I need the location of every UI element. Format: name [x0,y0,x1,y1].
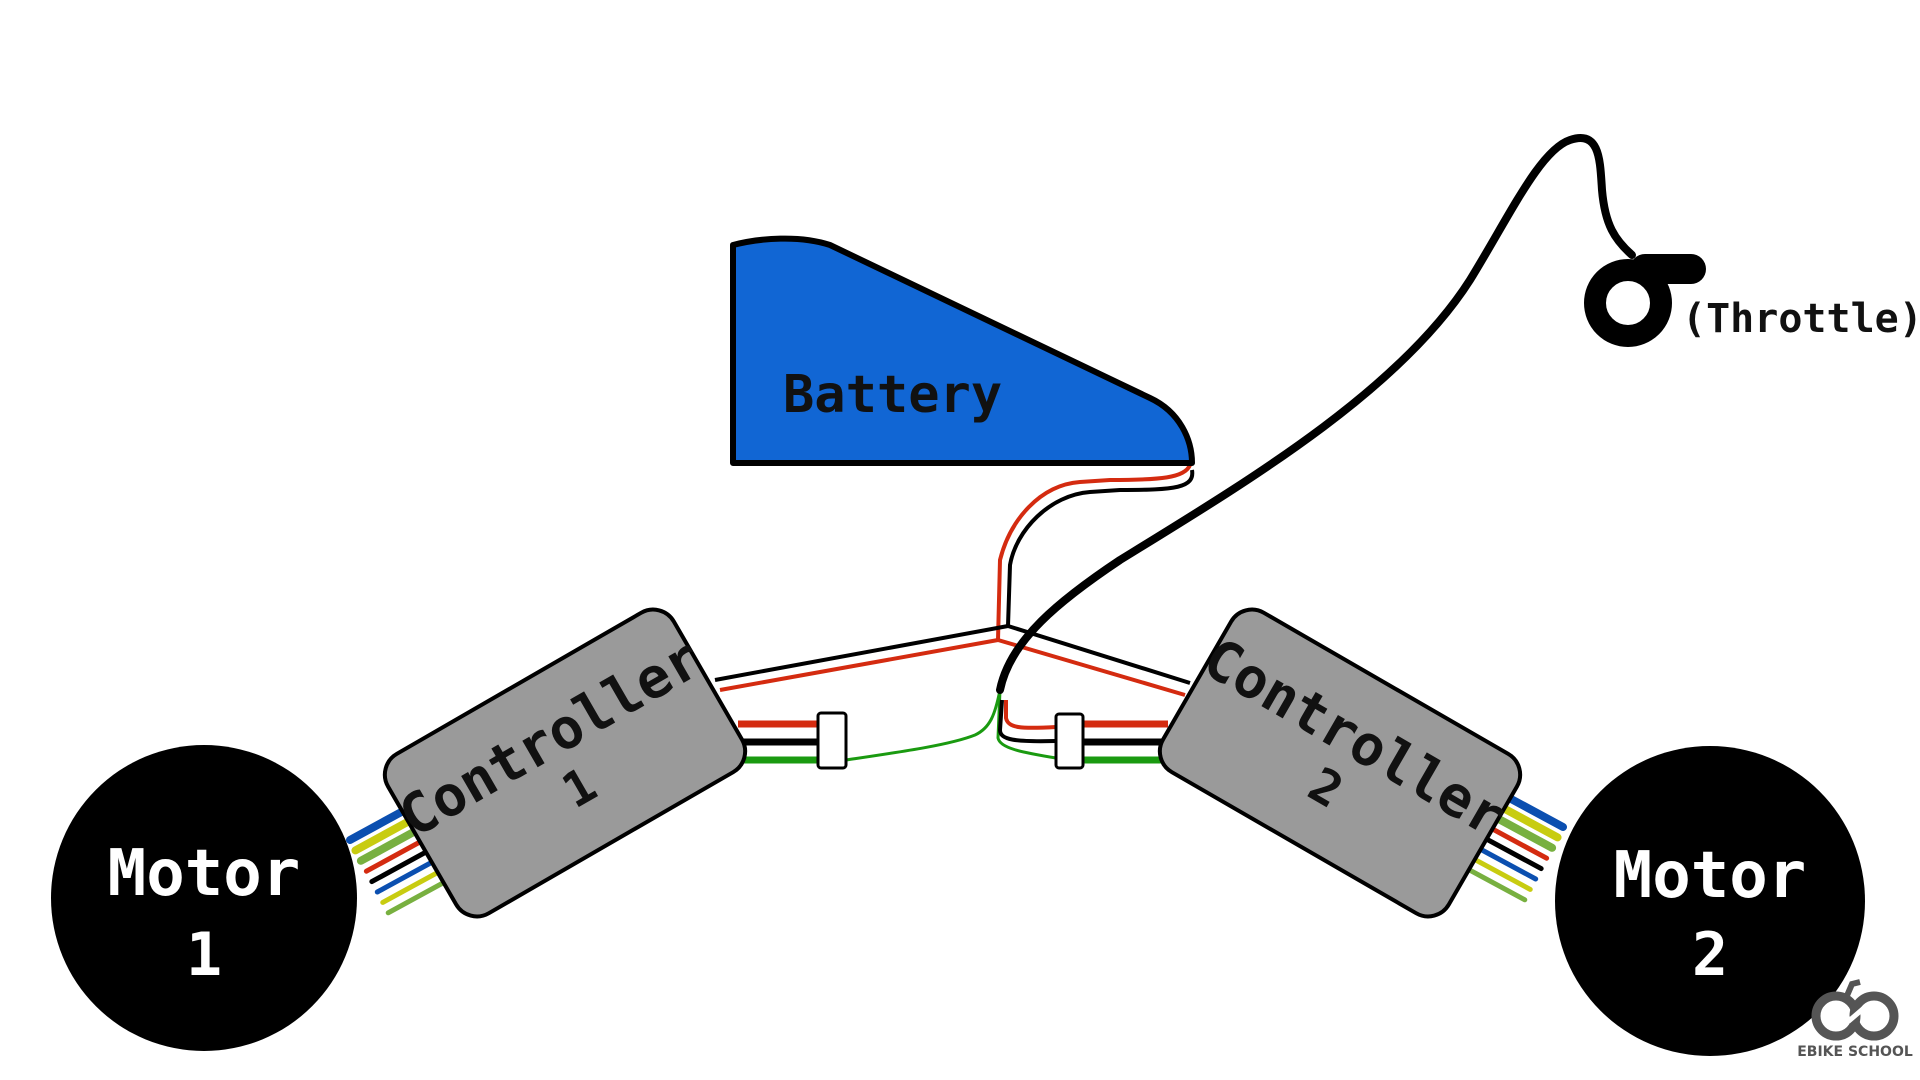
motor-wire-phase-blue [346,806,409,844]
controller-2: Controller 2 [1157,607,1523,919]
motor-1-number: 1 [186,920,222,990]
motor-wire-phase-yellow [380,869,441,905]
c1-negative-feed [714,624,1009,682]
battery-negative-wire [1006,469,1195,627]
c1-positive-feed [719,638,999,692]
motor-wire-positive [363,838,424,874]
connector-2 [1054,712,1085,770]
motor-wire-phase-green [1459,863,1528,903]
c2-positive-feed [997,638,1186,697]
motor-1-body [51,745,357,1051]
motor-wire-negative [369,849,430,885]
throttle-icon [1584,254,1706,347]
motor-wire-phase-green [356,826,420,865]
ebike-school-logo: EBIKE SCHOOL [1797,979,1913,1060]
logo-text: EBIKE SCHOOL [1797,1044,1913,1060]
controller-2-body [1157,607,1523,919]
bike-icon [1811,979,1899,1041]
battery-positive-wire [996,464,1192,641]
connector-1 [816,711,848,770]
motor-wire-phase-blue [1470,842,1539,882]
motor-2: Motor 2 [1555,746,1865,1056]
motor-2-body [1555,746,1865,1056]
battery-body [730,235,1195,466]
motor-wire-negative [1475,832,1544,872]
c2-negative-feed [1007,624,1191,685]
throttle-harness [845,689,1057,762]
battery-leads [996,464,1195,641]
controller-1-body [382,607,748,919]
motor-wire-phase-yellow [351,816,415,855]
c2-throttle-positive [1004,700,1057,730]
battery-label: Battery [783,365,1002,425]
motor-wire-phase-blue [374,859,435,895]
battery: Battery [730,235,1195,466]
motor-1-wire-bundle [346,806,446,916]
throttle-label: (Throttle) [1682,296,1920,342]
motor-wire-phase-yellow [1464,852,1533,892]
motor-wire-phase-green [385,880,446,916]
power-feed-wires [714,624,1191,697]
motor-1-label: Motor [108,837,301,911]
c1-throttle-signal [845,689,1002,762]
motor-1: Motor 1 [51,745,357,1051]
motor-2-number: 2 [1692,920,1728,990]
motor-2-label: Motor [1614,839,1807,913]
c2-throttle-signal [996,689,1057,760]
controller-1: Controller 1 [382,607,748,919]
c2-throttle-negative [997,699,1057,744]
throttle-cable [996,134,1636,694]
